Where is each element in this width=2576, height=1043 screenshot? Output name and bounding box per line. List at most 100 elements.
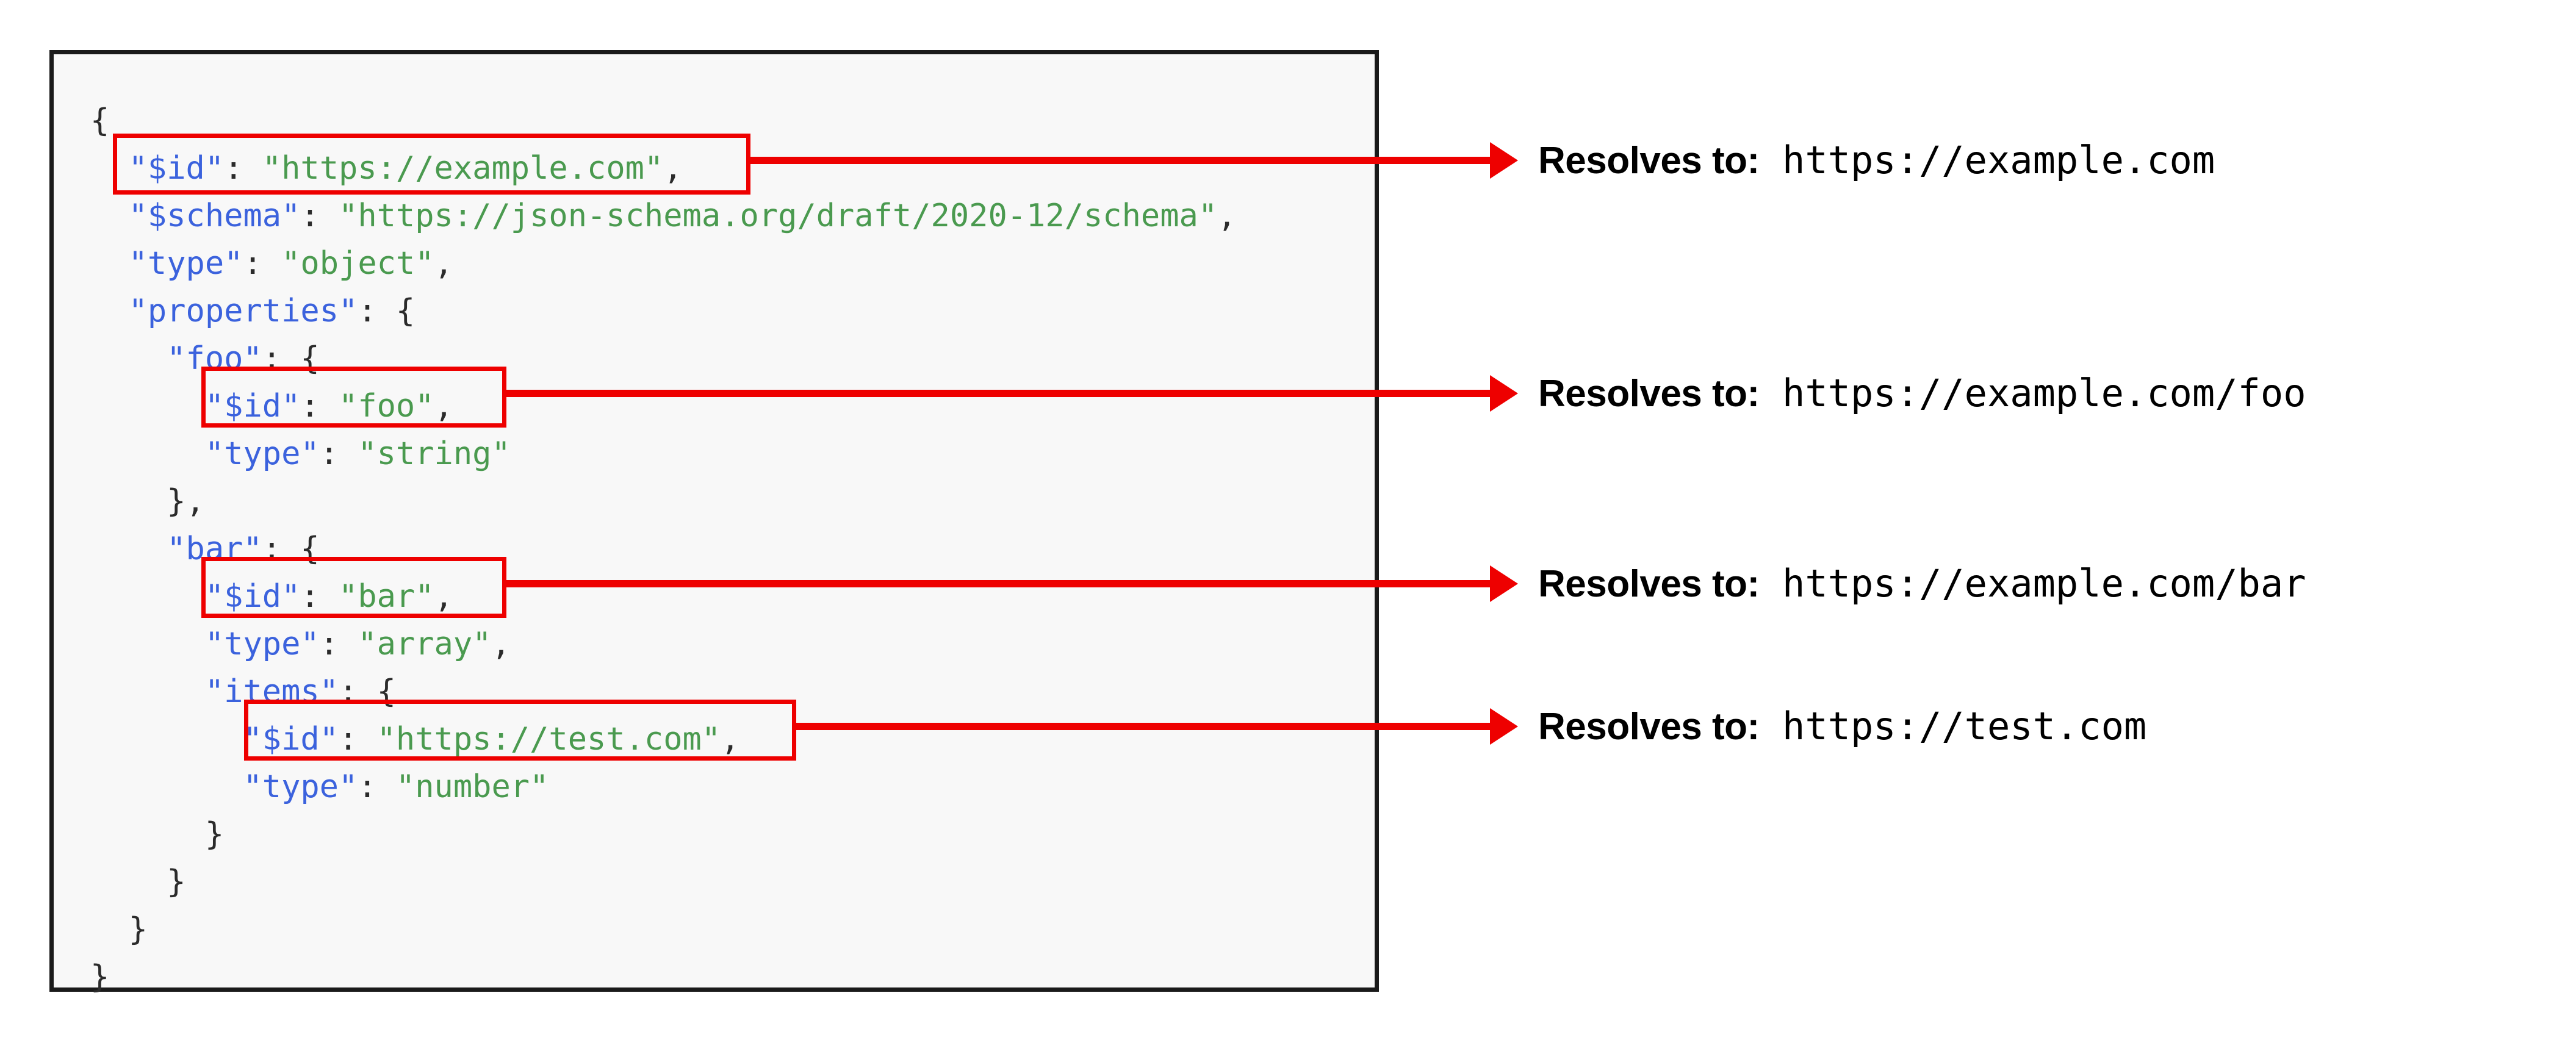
resolved-url-spacer xyxy=(1760,704,1782,748)
resolves-to-label: Resolves to: xyxy=(1538,140,1760,182)
code-line: } xyxy=(90,953,1236,1001)
annotation-foo: Resolves to: https://example.com/foo xyxy=(1538,375,2306,413)
json-string: "https://test.com" xyxy=(376,721,721,758)
json-key: "items" xyxy=(204,673,339,710)
code-indent xyxy=(90,864,167,900)
code-line: "bar": { xyxy=(90,525,1236,573)
json-string: "bar" xyxy=(339,578,434,615)
json-key: "type" xyxy=(243,769,358,805)
code-indent xyxy=(90,626,205,662)
json-string: "string" xyxy=(358,435,511,472)
json-string: "https://json-schema.org/draft/2020-12/s… xyxy=(339,198,1218,234)
code-line: "type": "string" xyxy=(90,430,1236,478)
code-indent xyxy=(90,388,205,425)
code-indent xyxy=(90,769,243,805)
json-string: "object" xyxy=(281,245,434,282)
json-key: "type" xyxy=(204,626,320,662)
json-key: "$id" xyxy=(243,721,339,758)
code-indent xyxy=(90,150,129,187)
resolved-url-spacer xyxy=(1760,138,1782,182)
json-key: "foo" xyxy=(167,340,262,377)
json-punctuation: : xyxy=(319,626,358,662)
code-line: "type": "array", xyxy=(90,620,1236,668)
arrow-id-root-arrowhead-icon xyxy=(1490,142,1518,179)
resolves-to-label: Resolves to: xyxy=(1538,563,1760,605)
code-indent xyxy=(90,435,205,472)
resolved-url-value: https://example.com xyxy=(1782,138,2215,182)
json-code-panel: { "$id": "https://example.com", "$schema… xyxy=(49,50,1379,995)
resolved-url-spacer xyxy=(1760,371,1782,415)
json-punctuation: , xyxy=(1217,198,1237,234)
arrow-id-bar-line xyxy=(506,580,1490,587)
annotation-items: Resolves to: https://test.com xyxy=(1538,708,2146,746)
code-indent xyxy=(90,911,129,948)
json-punctuation: : xyxy=(224,150,262,187)
json-punctuation: , xyxy=(434,388,453,425)
json-punctuation: : { xyxy=(339,673,396,710)
code-line: "$id": "https://test.com", xyxy=(90,715,1236,763)
json-string: "array" xyxy=(358,626,492,662)
json-punctuation: , xyxy=(434,245,453,282)
json-punctuation: : xyxy=(300,388,339,425)
json-punctuation: } xyxy=(204,816,225,853)
resolves-to-label: Resolves to: xyxy=(1538,706,1760,748)
json-punctuation: : { xyxy=(358,293,416,329)
resolved-url-value: https://example.com/foo xyxy=(1782,371,2306,415)
json-punctuation: , xyxy=(434,578,453,615)
annotation-bar: Resolves to: https://example.com/bar xyxy=(1538,565,2306,603)
code-line: "$id": "bar", xyxy=(90,573,1236,620)
json-punctuation: , xyxy=(491,626,511,662)
json-code-block: { "$id": "https://example.com", "$schema… xyxy=(90,97,1236,1001)
arrow-id-items-line xyxy=(796,723,1490,730)
json-punctuation: , xyxy=(663,150,683,187)
json-key: "$id" xyxy=(128,150,225,187)
json-punctuation: } xyxy=(90,959,110,995)
json-key: "bar" xyxy=(167,531,262,567)
json-punctuation: : xyxy=(339,721,377,758)
json-string: "foo" xyxy=(339,388,434,425)
code-indent xyxy=(90,198,129,234)
code-line: "foo": { xyxy=(90,335,1236,382)
code-line: "type": "number" xyxy=(90,763,1236,811)
resolved-url-value: https://example.com/bar xyxy=(1782,561,2306,606)
json-key: "$id" xyxy=(204,578,301,615)
code-indent xyxy=(90,578,205,615)
arrow-id-foo-arrowhead-icon xyxy=(1490,375,1518,412)
json-punctuation: : { xyxy=(262,340,320,377)
code-indent xyxy=(90,483,167,520)
code-indent xyxy=(90,293,129,329)
json-punctuation: , xyxy=(721,721,740,758)
json-punctuation: : xyxy=(319,435,358,472)
code-indent xyxy=(90,816,205,853)
json-key: "$id" xyxy=(204,388,301,425)
code-line: } xyxy=(90,811,1236,858)
arrow-id-items-arrowhead-icon xyxy=(1490,708,1518,745)
json-punctuation: { xyxy=(90,102,110,139)
json-string: "https://example.com" xyxy=(262,150,664,187)
arrow-id-root-line xyxy=(750,157,1490,164)
code-line: } xyxy=(90,906,1236,953)
resolves-to-label: Resolves to: xyxy=(1538,373,1760,415)
json-punctuation: : xyxy=(300,198,339,234)
arrow-id-bar-arrowhead-icon xyxy=(1490,565,1518,602)
code-line: "items": { xyxy=(90,668,1236,715)
json-punctuation: : xyxy=(358,769,396,805)
code-line: "properties": { xyxy=(90,287,1236,335)
annotation-root: Resolves to: https://example.com xyxy=(1538,142,2215,180)
code-indent xyxy=(90,673,205,710)
json-key: "type" xyxy=(204,435,320,472)
json-key: "properties" xyxy=(128,293,358,329)
resolved-url-spacer xyxy=(1760,561,1782,606)
code-indent xyxy=(90,531,167,567)
json-punctuation: : xyxy=(300,578,339,615)
arrow-id-foo-line xyxy=(506,390,1490,397)
json-punctuation: } xyxy=(128,911,148,948)
json-punctuation: }, xyxy=(167,483,205,520)
code-indent xyxy=(90,721,243,758)
json-key: "$schema" xyxy=(128,198,301,234)
json-punctuation: : xyxy=(243,245,282,282)
json-punctuation: : { xyxy=(262,531,320,567)
json-string: "number" xyxy=(395,769,549,805)
resolved-url-value: https://test.com xyxy=(1782,704,2147,748)
